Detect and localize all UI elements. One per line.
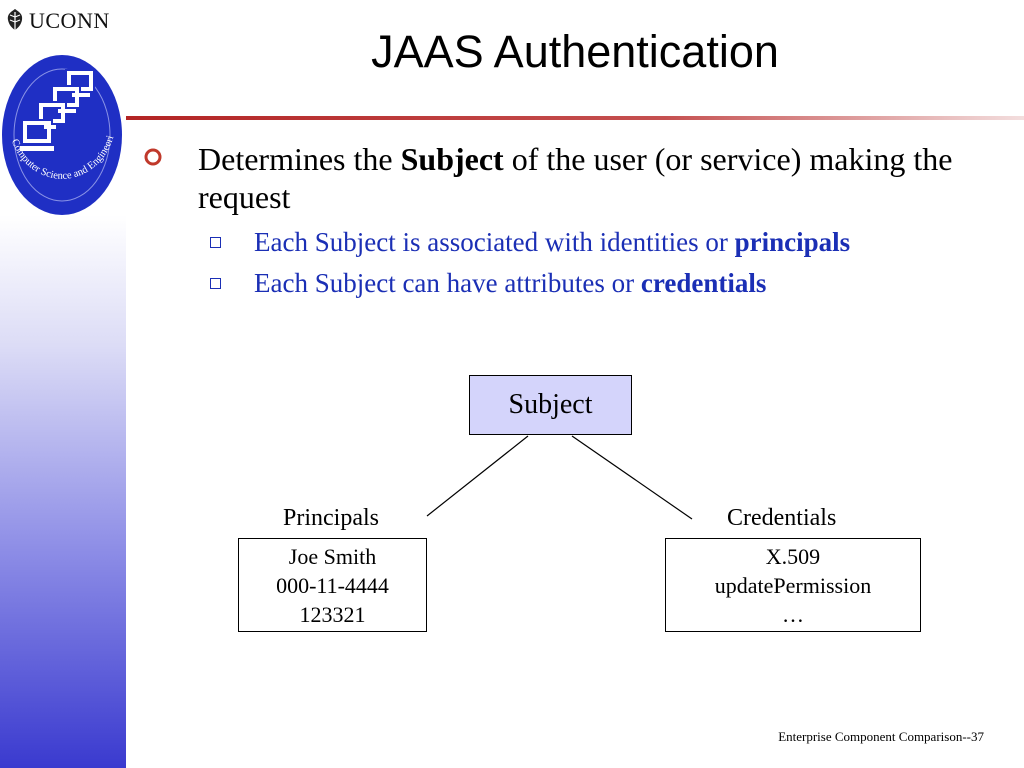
- tree-line-left: [426, 435, 529, 517]
- subject-node-label: Subject: [508, 389, 593, 420]
- credential-item: …: [782, 601, 804, 627]
- sub-bullet-principals: Each Subject is associated with identiti…: [210, 226, 1024, 258]
- credential-item: updatePermission: [714, 572, 872, 598]
- principals-label: Principals: [283, 505, 379, 531]
- principal-item: 000-11-4444: [276, 572, 389, 598]
- main-bullet-bold: Subject: [400, 141, 504, 177]
- tree-line-right: [571, 435, 693, 520]
- credentials-label: Credentials: [727, 505, 837, 531]
- uconn-brand: UCONN: [4, 6, 110, 36]
- sub-bullet-credentials: Each Subject can have attributes or cred…: [210, 267, 1024, 299]
- main-bullet-pre: Determines the: [198, 141, 401, 177]
- uconn-wordmark: UCONN: [29, 8, 110, 33]
- hollow-circle-bullet-icon: [144, 148, 162, 166]
- sub-bullet-text: Each Subject can have attributes or: [254, 268, 641, 298]
- oak-leaf-icon: [7, 9, 23, 33]
- subject-node: Subject: [469, 375, 632, 435]
- title-underline: [126, 116, 1024, 120]
- cse-seal-logo: Computer Science and Engineering: [0, 40, 122, 215]
- slide-footer: Enterprise Component Comparison--37: [778, 729, 984, 744]
- principal-item: 123321: [299, 601, 366, 627]
- credentials-box: X.509 updatePermission …: [665, 538, 921, 632]
- slide-title: JAAS Authentication: [371, 26, 779, 77]
- main-bullet: Determines the Subject of the user (or s…: [144, 140, 1014, 216]
- principal-item: Joe Smith: [288, 543, 377, 569]
- credential-item: X.509: [765, 543, 821, 569]
- main-bullet-post: of the user (or service) making the requ…: [198, 141, 953, 215]
- sub-bullet-bold: credentials: [640, 268, 767, 298]
- square-bullet-icon: [210, 278, 221, 289]
- square-bullet-icon: [210, 237, 221, 248]
- main-bullet-text: Determines the Subject of the user (or s…: [198, 140, 1014, 216]
- sub-bullet-bold: principals: [734, 227, 851, 257]
- sub-bullet-text: Each Subject is associated with identiti…: [254, 227, 735, 257]
- principals-box: Joe Smith 000-11-4444 123321: [238, 538, 427, 632]
